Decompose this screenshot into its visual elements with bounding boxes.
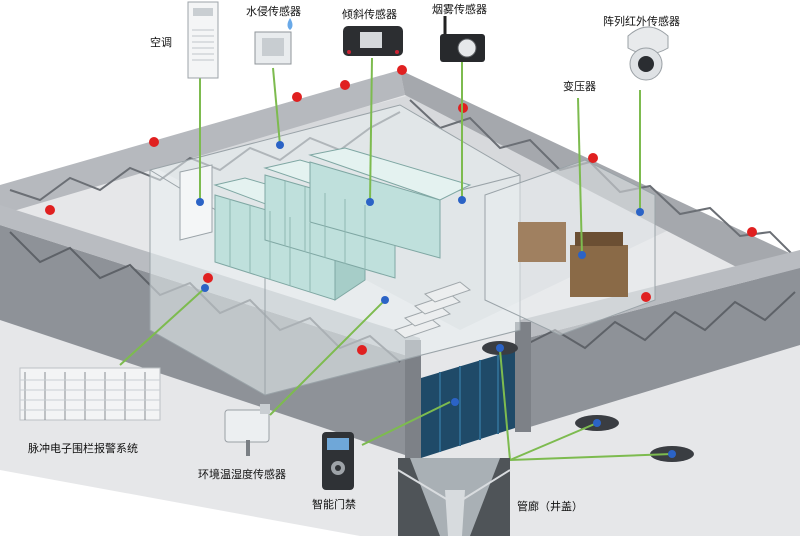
label-tilt-sensor: 倾斜传感器 <box>342 8 397 21</box>
main-gate <box>421 350 515 458</box>
access-control-icon <box>322 432 354 490</box>
leader-lines <box>119 57 673 461</box>
label-ir-array-sensor: 阵列红外传感器 <box>603 15 680 28</box>
wall-back-left <box>0 70 405 215</box>
ir-array-sensor-icon <box>627 26 669 81</box>
gate-pillar-left <box>405 340 421 458</box>
label-access-control: 智能门禁 <box>312 498 356 511</box>
air-conditioner-icon <box>187 1 219 79</box>
label-transformer: 变压器 <box>563 80 596 93</box>
stairs <box>393 281 472 339</box>
label-env-sensor: 环境温湿度传感器 <box>198 468 286 481</box>
fence-alarm-icon <box>19 367 161 421</box>
cabinet-row-3 <box>309 161 441 259</box>
transformer-2 <box>518 222 566 262</box>
label-fence-alarm: 脉冲电子围栏报警系统 <box>28 442 138 455</box>
sensor-dots <box>196 141 676 458</box>
label-pipe-gallery: 管廊（井盖） <box>517 500 583 513</box>
env-sensor-icon <box>224 404 270 456</box>
wall-front-right <box>520 268 800 430</box>
label-smoke-sensor: 烟雾传感器 <box>432 3 487 16</box>
gate-pillar-right <box>515 322 531 432</box>
smoke-sensor-icon <box>440 16 485 62</box>
alarm-beacons <box>45 65 757 355</box>
label-air-conditioner: 空调 <box>150 36 172 49</box>
tilt-sensor-icon <box>343 26 403 56</box>
ac-indoor-unit <box>179 164 213 241</box>
label-water-sensor: 水侵传感器 <box>246 5 301 18</box>
wall-pattern-front-right <box>524 291 796 350</box>
pipe-gallery-photo <box>397 458 511 536</box>
water-sensor-icon <box>254 18 293 65</box>
